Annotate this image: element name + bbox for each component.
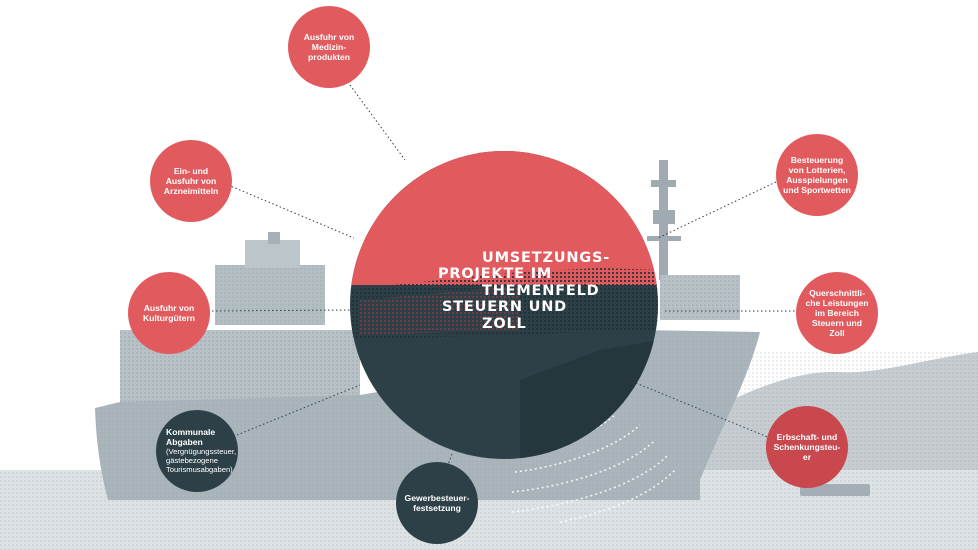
node-label-line: Arzneimitteln [163,186,219,197]
node-label-line: Kommunale [166,426,216,437]
node-label-line: Zoll [829,328,845,339]
node-erbschaft: Erbschaft- und Schenkungsteu- er [766,406,848,488]
node-label-line: und Sportwetten [783,185,851,196]
ship-mast [647,160,681,280]
node-label-line: Ausfuhr von [303,31,355,42]
node-kulturgueter: Ausfuhr von Kulturgütern [128,272,210,354]
node-label-line: festsetzung [413,503,461,513]
center-title-line: ZOLL [482,315,527,332]
node-label-line: von Lotterien, [788,164,846,175]
node-label-line: Ausspielungen [786,175,848,185]
node-label-line: che Leistungen [805,297,869,308]
node-label-line: im Bereich [815,307,859,318]
node-label-line: Kulturgütern [142,313,196,323]
node-querschnitt: Querschnittli- che Leistungen im Bereich… [796,272,878,354]
node-label-line: Besteuerung [790,154,844,165]
center-title-line: THEMENFELD [482,282,600,299]
node-label-line: Erbschaft- und [776,431,838,442]
node-sub-line: gästebezogene [166,456,218,466]
center-title-line: UMSETZUNGS- [482,250,611,266]
node-label-line: Querschnittli- [809,287,865,298]
node-sub-line: Tourismusabgaben) [166,465,233,475]
node-label-line: Ausfuhr von [165,175,217,186]
connector-lines [211,84,796,471]
center-title-line: PROJEKTE IM [438,266,553,283]
node-lotterien: Besteuerung von Lotterien, Ausspielungen… [776,134,858,216]
ship-superstructure [215,232,325,325]
node-gewerbesteuer: Gewerbesteuer- festsetzung [396,462,478,544]
center-title-line: STEUERN UND [442,299,568,316]
node-label-line: Ein- und [173,165,209,176]
node-label-line: Gewerbesteuer- [404,492,470,503]
node-label-line: Schenkungsteu- [773,441,841,452]
center-circle [350,151,658,459]
node-sub-line: (Vergnügungssteuer, [166,447,237,457]
small-boat [800,484,870,496]
node-label-line: er [802,452,812,463]
node-label-line: Steuern und [811,318,863,329]
node-label-line: produkten [307,52,350,63]
node-label-line: Medizin- [311,41,347,52]
node-arzneimittel: Ein- und Ausfuhr von Arzneimitteln [150,140,232,222]
node-label-line: Ausfuhr von [143,302,195,313]
node-kommunale-abgaben: Kommunale Abgaben (Vergnügungssteuer, gä… [156,410,238,492]
center-title: UMSETZUNGS- PROJEKTE IM THEMENFELD STEUE… [438,250,618,332]
node-medizinprodukte: Ausfuhr von Medizin- produkten [288,6,370,88]
node-label-line: Abgaben [166,437,203,448]
